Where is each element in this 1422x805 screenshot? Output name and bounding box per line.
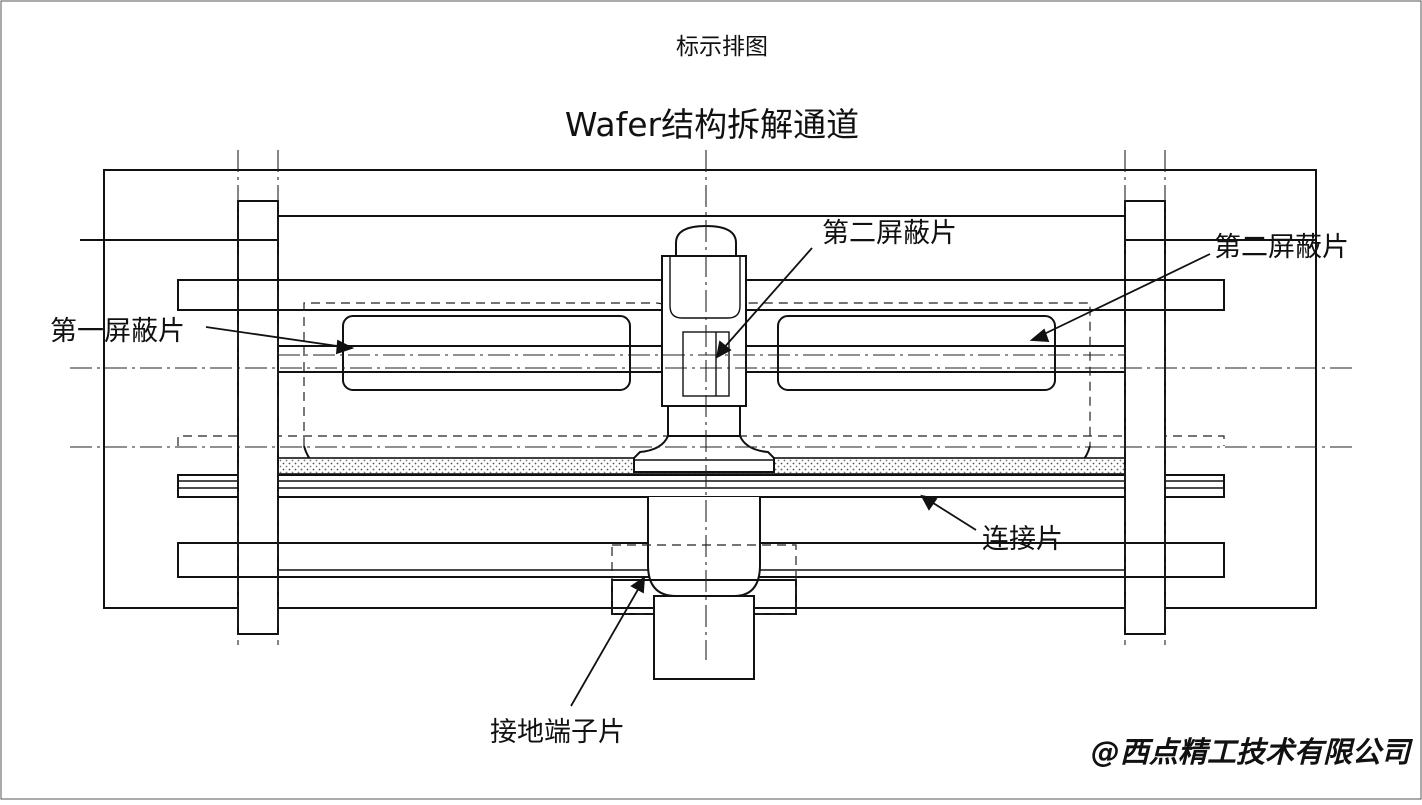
pin-collar	[669, 256, 741, 319]
company-watermark: @西点精工技术有限公司	[1091, 735, 1414, 769]
first-shield-window	[342, 315, 631, 391]
left-shield-dashed-outline	[303, 302, 671, 446]
arrowhead-second-shield-right	[1029, 328, 1050, 342]
right-shield-dashed-outline	[735, 302, 1091, 446]
right-lower-bar-end	[1124, 542, 1225, 578]
label-second-shield-center: 第二屏蔽片	[822, 218, 957, 249]
label-first-shield: 第一屏蔽片	[50, 316, 185, 347]
label-connector: 连接片	[982, 524, 1063, 555]
arrow-second-shield-center	[721, 247, 813, 351]
arrowhead-first-shield	[335, 339, 355, 355]
label-second-shield-right: 第二屏蔽片	[1214, 232, 1349, 263]
arrow-connector	[929, 500, 977, 531]
left-side-post	[237, 200, 279, 635]
arrowhead-connector	[920, 494, 938, 511]
ground-terminal-tail	[653, 595, 755, 680]
connector-plate	[177, 474, 1225, 498]
arrowhead-second-shield-center	[715, 340, 732, 359]
second-shield-window	[777, 315, 1056, 391]
label-ground-terminal: 接地端子片	[490, 717, 625, 748]
page-header: 标示排图	[676, 34, 768, 60]
arrowhead-ground-terminal	[630, 576, 646, 594]
left-lower-bar-end	[177, 542, 279, 578]
right-side-post	[1124, 200, 1166, 635]
arrow-second-shield-right	[1039, 253, 1211, 337]
arrow-ground-terminal	[570, 585, 641, 707]
pin-neck	[667, 405, 741, 437]
pin-flange	[633, 435, 775, 473]
ground-terminal-body	[647, 497, 761, 597]
diagram-title: Wafer结构拆解通道	[565, 105, 859, 144]
pin-upper-body	[661, 255, 747, 407]
arrow-first-shield	[205, 326, 345, 348]
leader-arrows	[205, 247, 1211, 707]
